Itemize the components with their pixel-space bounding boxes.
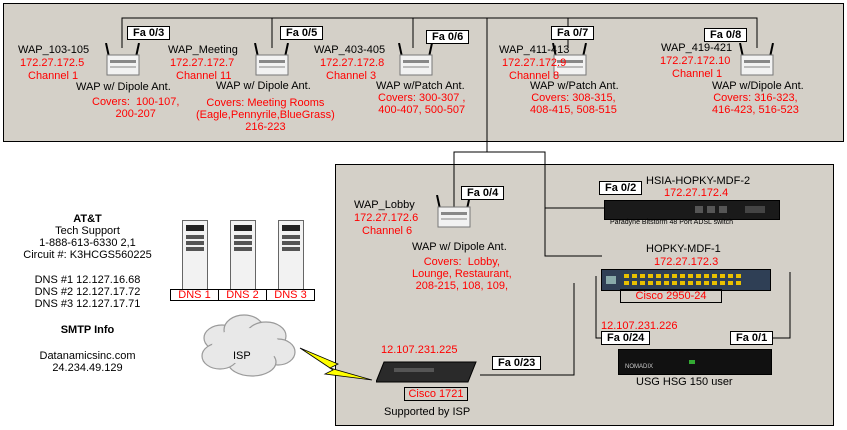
isp-cloud bbox=[201, 314, 296, 377]
dns-server-2-icon[interactable] bbox=[230, 220, 256, 290]
wap-1-type: WAP w/ Dipole Ant. bbox=[76, 81, 171, 93]
wap-4-ip: 172.27.172.9 bbox=[502, 57, 567, 69]
wap-5-name: WAP_419-421 bbox=[661, 42, 733, 54]
att-line-1: Tech Support bbox=[55, 225, 120, 237]
wap-5-type: WAP w/Dipole Ant. bbox=[712, 80, 804, 92]
mdf1-switch[interactable] bbox=[601, 269, 771, 291]
usg-port-left: Fa 0/24 bbox=[601, 331, 651, 345]
wap-lobby-covers: Covers: Lobby, Lounge, Restaurant, 208-2… bbox=[412, 256, 512, 292]
wap-3-port: Fa 0/6 bbox=[426, 30, 470, 44]
wap-1-name: WAP_103-105 bbox=[18, 44, 90, 56]
mdf2-ip: 172.27.172.4 bbox=[664, 187, 729, 199]
wap-2-port: Fa 0/5 bbox=[280, 26, 324, 40]
router-model: Cisco 1721 bbox=[404, 387, 468, 401]
wap-lobby-device[interactable] bbox=[434, 195, 474, 231]
wap-3-device[interactable] bbox=[396, 43, 436, 79]
router-port: Fa 0/23 bbox=[492, 356, 542, 370]
wap-3-channel: Channel 3 bbox=[326, 70, 377, 82]
usg-device[interactable]: NOMADIX bbox=[618, 349, 772, 375]
wap-2-channel: Channel 11 bbox=[176, 70, 232, 82]
usg-label: USG HSG 150 user bbox=[636, 376, 733, 388]
wap-2-type: WAP w/ Dipole Ant. bbox=[216, 80, 311, 92]
dns-2-label: DNS 2 bbox=[219, 290, 267, 301]
wap-lobby-type: WAP w/ Dipole Ant. bbox=[412, 241, 507, 253]
wap-2-device[interactable] bbox=[252, 43, 292, 79]
att-line-3: Circuit #: K3HCGS560225 bbox=[23, 249, 152, 261]
wan-link-bolt bbox=[299, 347, 373, 381]
wap-lobby-port: Fa 0/4 bbox=[461, 186, 505, 200]
wap-2-ip: 172.27.172.7 bbox=[170, 57, 235, 69]
wap-4-name: WAP_411-413 bbox=[499, 44, 570, 56]
usg-port-right: Fa 0/1 bbox=[730, 331, 774, 345]
wap-5-device[interactable] bbox=[737, 43, 777, 79]
dns-server-3-icon[interactable] bbox=[278, 220, 304, 290]
dns-3-label: DNS 3 bbox=[274, 289, 307, 301]
wap-4-port: Fa 0/7 bbox=[551, 26, 595, 40]
wap-3-type: WAP w/Patch Ant. bbox=[376, 80, 465, 92]
mdf2-switch[interactable] bbox=[604, 200, 780, 220]
wap-1-device[interactable] bbox=[103, 43, 143, 79]
smtp-line-2: 24.234.49.129 bbox=[52, 362, 123, 374]
usg-ip: 12.107.231.226 bbox=[601, 320, 678, 332]
wap-1-channel: Channel 1 bbox=[28, 70, 79, 82]
att-title: AT&T bbox=[73, 213, 102, 225]
wap-5-port: Fa 0/8 bbox=[704, 28, 748, 42]
mdf2-port: Fa 0/2 bbox=[599, 181, 643, 195]
mdf1-ip: 172.27.172.3 bbox=[654, 256, 719, 268]
isp-label: ISP bbox=[233, 350, 251, 362]
wap-lobby-channel: Channel 6 bbox=[362, 225, 413, 237]
dns-servers-group: DNS 1 DNS 2 DNS 3 bbox=[170, 220, 315, 302]
smtp-line-1: Datanamicsinc.com bbox=[39, 350, 136, 362]
wap-5-channel: Channel 1 bbox=[672, 68, 723, 80]
wap-4-type: WAP w/Patch Ant. bbox=[530, 80, 619, 92]
router-caption: Supported by ISP bbox=[384, 406, 471, 418]
wap-4-channel: Channel 8 bbox=[509, 70, 560, 82]
router-device[interactable] bbox=[376, 360, 480, 386]
wap-2-covers: Covers: Meeting Rooms (Eagle,Pennyrile,B… bbox=[196, 97, 335, 133]
wap-lobby-ip: 172.27.172.6 bbox=[354, 212, 419, 224]
wap-lobby-name: WAP_Lobby bbox=[354, 199, 415, 211]
att-info: AT&T Tech Support 1-888-613-6330 2,1 Cir… bbox=[20, 213, 155, 374]
wap-3-covers: Covers: 300-307 , 400-407, 500-507 bbox=[378, 92, 466, 116]
router-ip: 12.107.231.225 bbox=[381, 344, 458, 356]
mdf1-model: Cisco 2950-24 bbox=[620, 289, 722, 303]
dns-server-1-icon[interactable] bbox=[182, 220, 208, 290]
att-dns-2: DNS #2 12.127.17.72 bbox=[34, 286, 141, 298]
dns-1-label: DNS 1 bbox=[171, 290, 219, 301]
att-dns-1: DNS #1 12.127.16.68 bbox=[34, 274, 141, 286]
mdf2-name: HSIA-HOPKY-MDF-2 bbox=[646, 175, 751, 187]
wap-4-device[interactable] bbox=[550, 43, 590, 79]
mdf2-device-text: Paradyne Bitstorm 48 Port ADSL switch bbox=[610, 219, 734, 226]
att-line-2: 1-888-613-6330 2,1 bbox=[39, 237, 136, 249]
wap-1-ip: 172.27.172.5 bbox=[20, 57, 85, 69]
usg-brand: NOMADIX bbox=[625, 364, 654, 370]
wap-3-ip: 172.27.172.8 bbox=[320, 57, 385, 69]
smtp-title: SMTP Info bbox=[60, 324, 115, 336]
wap-3-name: WAP_403-405 bbox=[314, 44, 386, 56]
dns-labels-bar: DNS 1 DNS 2 DNS 3 bbox=[170, 289, 315, 301]
wap-2-name: WAP_Meeting bbox=[168, 44, 238, 56]
wap-5-ip: 172.27.172.10 bbox=[660, 55, 731, 67]
wap-4-covers: Covers: 308-315, 408-415, 508-515 bbox=[530, 92, 617, 116]
att-dns-3: DNS #3 12.127.17.71 bbox=[34, 298, 141, 310]
wap-5-covers: Covers: 316-323, 416-423, 516-523 bbox=[712, 92, 799, 116]
wap-1-port: Fa 0/3 bbox=[127, 26, 171, 40]
mdf1-name: HOPKY-MDF-1 bbox=[646, 243, 721, 255]
wap-1-covers: Covers: 100-107, 200-207 bbox=[92, 96, 180, 120]
